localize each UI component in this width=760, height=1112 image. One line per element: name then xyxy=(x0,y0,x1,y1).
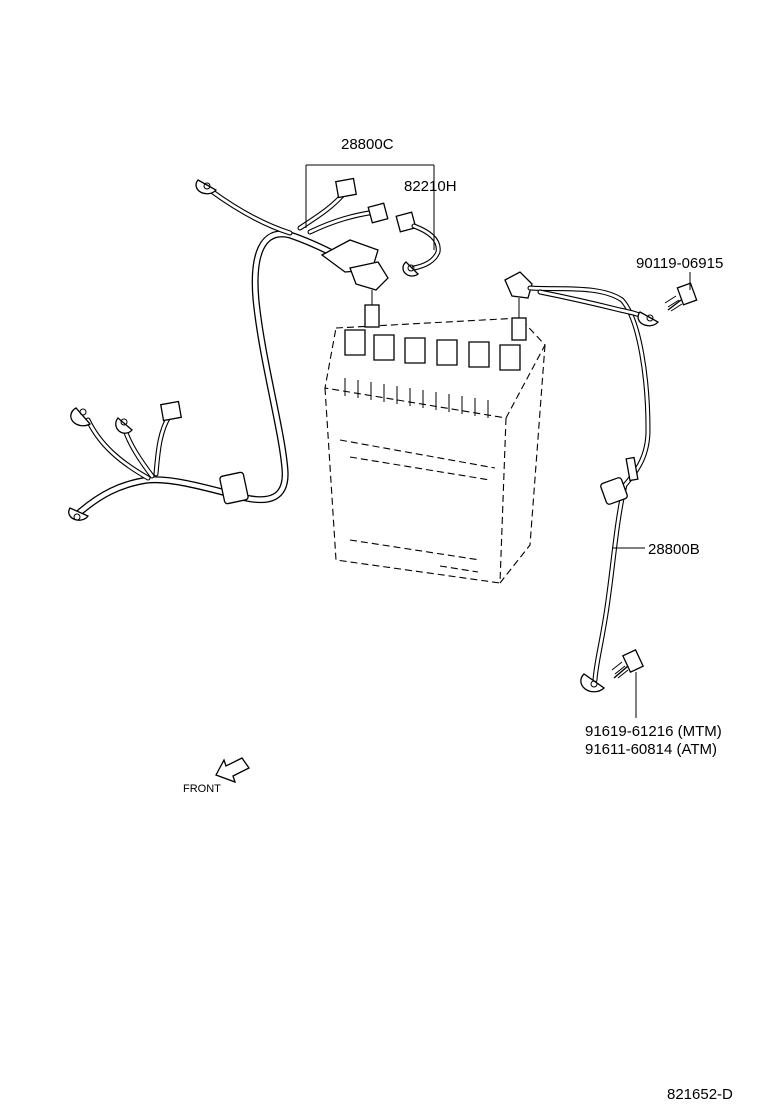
battery-side-outline xyxy=(499,344,546,584)
battery-line-2 xyxy=(349,456,491,481)
diagram-code: 821652-D xyxy=(667,1086,733,1103)
cable-28800b xyxy=(504,271,660,693)
battery-edge-outline xyxy=(499,417,507,584)
negative-clamp xyxy=(504,271,533,299)
label-90119-06915: 90119-06915 xyxy=(636,255,723,272)
positive-boot xyxy=(320,239,379,273)
front-arrow-icon xyxy=(215,757,250,784)
label-front: FRONT xyxy=(183,783,221,795)
bolt-90119-06915 xyxy=(664,282,698,312)
label-82210h: 82210H xyxy=(404,178,457,195)
ground-ring-top xyxy=(637,311,660,327)
ring-terminals xyxy=(68,179,218,521)
leader-lines xyxy=(305,164,691,718)
positive-clamp xyxy=(349,261,389,291)
ground-ring-bottom xyxy=(580,673,606,693)
label-28800b: 28800B xyxy=(648,541,700,558)
harness-28800c xyxy=(68,177,389,521)
battery-line-4 xyxy=(439,565,479,573)
label-91611-60814: 91611-60814 (ATM) xyxy=(585,741,717,758)
battery-front-outline xyxy=(324,387,501,584)
label-91619-61216: 91619-61216 (MTM) xyxy=(585,723,722,740)
label-28800c: 28800C xyxy=(341,136,394,153)
harness-clamp xyxy=(219,471,249,505)
battery-line-1 xyxy=(339,439,496,469)
negative-terminal xyxy=(511,317,527,341)
battery xyxy=(324,304,546,584)
connectors xyxy=(159,177,389,422)
battery-line-3 xyxy=(349,539,481,561)
battery-top-outline xyxy=(324,317,546,419)
battery-cell-caps xyxy=(344,329,521,371)
positive-terminal xyxy=(364,304,380,328)
battery-ribs xyxy=(344,378,489,418)
bolt-91619 xyxy=(611,649,645,679)
cable-82210h xyxy=(395,211,441,277)
cable-28800b-clip xyxy=(600,477,628,505)
